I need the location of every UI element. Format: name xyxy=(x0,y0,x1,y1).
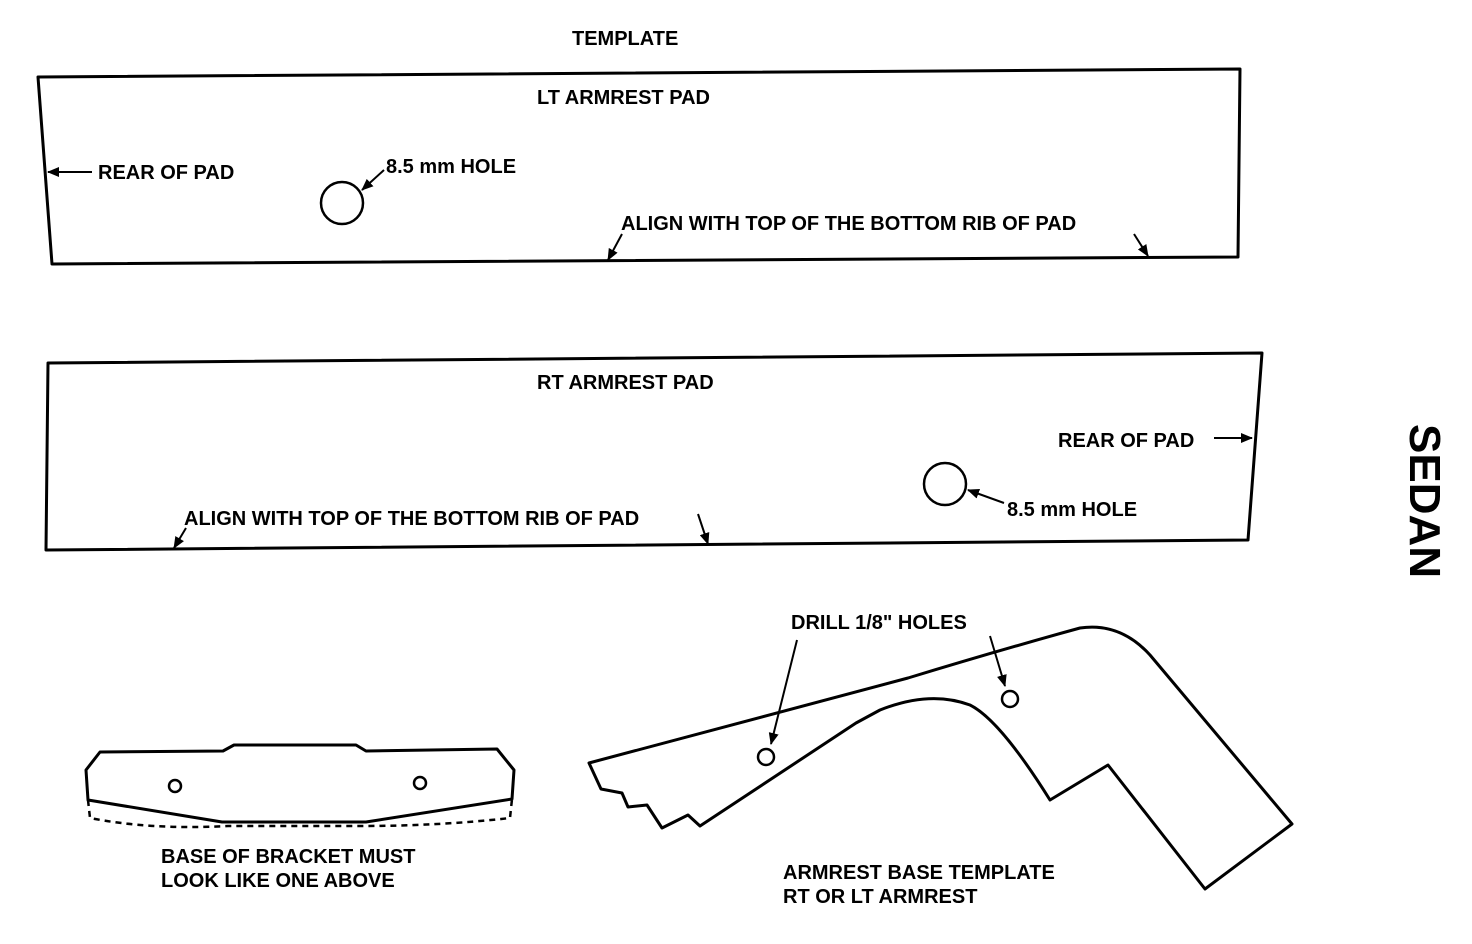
bracket-drawing: BASE OF BRACKET MUST LOOK LIKE ONE ABOVE xyxy=(84,743,516,892)
bracket-dashed-base xyxy=(86,798,514,829)
base-hole-right xyxy=(1000,689,1020,709)
bracket-outline xyxy=(84,743,516,824)
rt-armrest-pad: RT ARMREST PAD REAR OF PAD 8.5 mm HOLE A… xyxy=(44,351,1264,552)
page-title: TEMPLATE xyxy=(572,28,678,50)
bracket-caption-line1: BASE OF BRACKET MUST xyxy=(161,846,415,868)
lt-pad-outline xyxy=(36,67,1242,266)
lt-hole-label: 8.5 mm HOLE xyxy=(386,156,516,178)
base-hole-left xyxy=(756,747,776,767)
rt-align-arrow-left xyxy=(173,527,187,549)
bracket-caption-line2: LOOK LIKE ONE ABOVE xyxy=(161,870,395,892)
drill-holes-label: DRILL 1/8" HOLES xyxy=(791,612,967,634)
rt-align-label: ALIGN WITH TOP OF THE BOTTOM RIB OF PAD xyxy=(184,508,639,530)
lt-align-label: ALIGN WITH TOP OF THE BOTTOM RIB OF PAD xyxy=(621,213,1076,235)
lt-rear-label: REAR OF PAD xyxy=(98,162,234,184)
lt-hole-arrow xyxy=(361,169,385,191)
base-template-caption-line1: ARMREST BASE TEMPLATE xyxy=(783,862,1055,884)
drill-arrow-left xyxy=(768,639,798,745)
armrest-base-template: DRILL 1/8" HOLES ARMREST BASE TEMPLATE R… xyxy=(587,612,1294,908)
bracket-hole-right xyxy=(412,775,428,791)
sedan-label: SEDAN xyxy=(1400,424,1449,578)
rt-rear-label: REAR OF PAD xyxy=(1058,430,1194,452)
drill-arrow-right xyxy=(989,635,1007,687)
bracket-hole-left xyxy=(167,778,183,794)
lt-armrest-pad: LT ARMREST PAD REAR OF PAD 8.5 mm HOLE A… xyxy=(36,67,1242,266)
base-template-caption-line2: RT OR LT ARMREST xyxy=(783,886,977,908)
base-template-outline xyxy=(587,625,1294,891)
rt-hole-arrow xyxy=(967,489,1005,504)
rt-align-arrow-right xyxy=(697,513,710,545)
rt-pad-label: RT ARMREST PAD xyxy=(537,372,714,394)
rt-pad-outline xyxy=(44,351,1264,552)
lt-hole-circle xyxy=(319,180,365,226)
lt-align-arrow-right xyxy=(1133,233,1149,257)
rt-hole-circle xyxy=(922,461,968,507)
rt-hole-label: 8.5 mm HOLE xyxy=(1007,499,1137,521)
lt-pad-label: LT ARMREST PAD xyxy=(537,87,710,109)
lt-align-arrow-left xyxy=(607,233,623,261)
